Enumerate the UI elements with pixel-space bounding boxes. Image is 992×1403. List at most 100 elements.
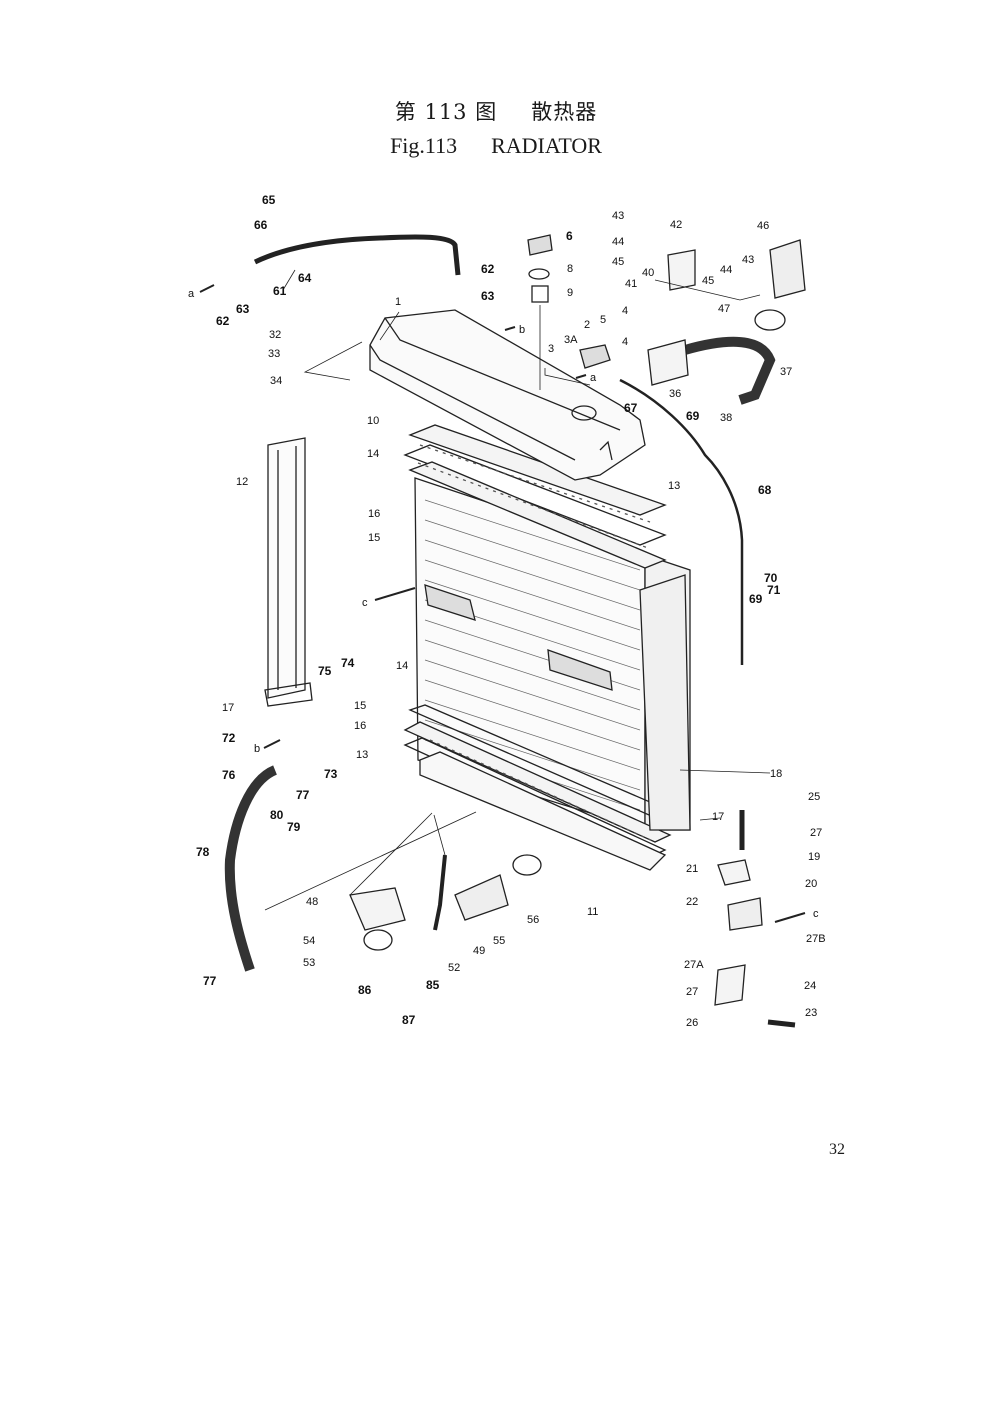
label-40: 40 xyxy=(642,267,654,279)
leader-lines xyxy=(264,269,771,911)
label-68: 68 xyxy=(758,483,772,497)
label-38: 38 xyxy=(720,412,732,424)
label-18: 18 xyxy=(770,768,782,780)
label-41: 41 xyxy=(625,278,637,290)
label-33: 33 xyxy=(268,348,280,360)
label-16a: 16 xyxy=(368,508,380,520)
label-52: 52 xyxy=(448,962,460,974)
cross-reference-markers: a b a c b c xyxy=(188,284,819,923)
label-63a: 63 xyxy=(236,302,250,316)
ref-c2: c xyxy=(813,908,819,920)
arrow-a2 xyxy=(575,374,587,379)
side-frame xyxy=(264,437,313,707)
label-76: 76 xyxy=(222,768,236,782)
label-43a: 43 xyxy=(612,210,624,222)
figure-number-cn: 第 113 图 xyxy=(394,100,498,124)
label-69b: 69 xyxy=(749,592,763,606)
label-19: 19 xyxy=(808,851,820,863)
label-37: 37 xyxy=(780,366,792,378)
label-4a: 4 xyxy=(622,305,628,317)
label-45b: 45 xyxy=(702,275,714,287)
label-13a: 13 xyxy=(668,480,680,492)
label-77b: 77 xyxy=(203,974,217,988)
label-13b: 13 xyxy=(356,749,368,761)
label-26: 26 xyxy=(686,1017,698,1029)
label-65: 65 xyxy=(262,193,276,207)
label-6: 6 xyxy=(566,229,573,243)
label-32: 32 xyxy=(269,329,281,341)
label-48: 48 xyxy=(306,896,318,908)
label-27B: 27B xyxy=(806,933,826,945)
label-1: 1 xyxy=(395,296,401,308)
label-16b: 16 xyxy=(354,720,366,732)
label-12: 12 xyxy=(236,476,248,488)
hose-lower xyxy=(224,765,278,972)
small-parts-top xyxy=(527,234,806,386)
label-27A: 27A xyxy=(684,959,704,971)
arrow-a1 xyxy=(199,284,215,293)
label-2: 2 xyxy=(584,319,590,331)
label-75: 75 xyxy=(318,664,332,678)
tube-68 xyxy=(619,378,744,665)
ref-b1: b xyxy=(519,324,525,336)
label-36: 36 xyxy=(669,388,681,400)
label-23: 23 xyxy=(805,1007,817,1019)
label-44b: 44 xyxy=(720,264,732,276)
label-24: 24 xyxy=(804,980,816,992)
label-9: 9 xyxy=(567,287,573,299)
label-22: 22 xyxy=(686,896,698,908)
figure-number-en: Fig.113 xyxy=(390,133,458,158)
label-17b: 17 xyxy=(712,811,724,823)
label-27a: 27 xyxy=(810,827,822,839)
label-20: 20 xyxy=(805,878,817,890)
label-49: 49 xyxy=(473,945,485,957)
label-74: 74 xyxy=(341,656,355,670)
label-85: 85 xyxy=(426,978,440,992)
figure-name-cn: 散热器 xyxy=(531,100,598,124)
label-27b: 27 xyxy=(686,986,698,998)
label-71: 71 xyxy=(767,583,781,597)
label-3: 3 xyxy=(548,343,554,355)
label-79: 79 xyxy=(287,820,301,834)
label-62a: 62 xyxy=(216,314,230,328)
label-34: 34 xyxy=(270,375,282,387)
label-86: 86 xyxy=(358,983,372,997)
arrow-b2 xyxy=(263,739,281,749)
label-64: 64 xyxy=(298,271,312,285)
ref-a1: a xyxy=(188,288,195,300)
page-number: 32 xyxy=(829,1141,845,1158)
label-55: 55 xyxy=(493,935,505,947)
mount-bracket xyxy=(714,810,796,1028)
label-14a: 14 xyxy=(367,448,379,460)
label-61: 61 xyxy=(273,284,287,298)
label-69a: 69 xyxy=(686,409,700,423)
label-21: 21 xyxy=(686,863,698,875)
label-4b: 4 xyxy=(622,336,628,348)
label-56: 56 xyxy=(527,914,539,926)
label-5: 5 xyxy=(600,314,606,326)
figure-name-en: RADIATOR xyxy=(491,133,602,158)
lower-fittings xyxy=(349,854,542,951)
label-78: 78 xyxy=(196,845,210,859)
ref-a2: a xyxy=(590,372,597,384)
ref-b2: b xyxy=(254,743,260,755)
label-66: 66 xyxy=(254,218,268,232)
outlet-pipe xyxy=(683,336,776,405)
label-67: 67 xyxy=(624,401,638,415)
label-62b: 62 xyxy=(481,262,495,276)
label-25: 25 xyxy=(808,791,820,803)
label-45a: 45 xyxy=(612,256,624,268)
figure-title-english: Fig.113 RADIATOR xyxy=(0,133,992,159)
label-70: 70 xyxy=(764,571,778,585)
part-labels: 65 66 64 61 63 62 62 63 6 8 9 1 32 33 34… xyxy=(196,193,826,1029)
label-42: 42 xyxy=(670,219,682,231)
label-73: 73 xyxy=(324,767,338,781)
drawing-art xyxy=(224,234,806,1028)
label-3A: 3A xyxy=(564,334,578,346)
arrow-b1 xyxy=(504,326,516,331)
label-53: 53 xyxy=(303,957,315,969)
side-bracket xyxy=(639,574,691,831)
label-17a: 17 xyxy=(222,702,234,714)
label-11: 11 xyxy=(587,906,598,918)
